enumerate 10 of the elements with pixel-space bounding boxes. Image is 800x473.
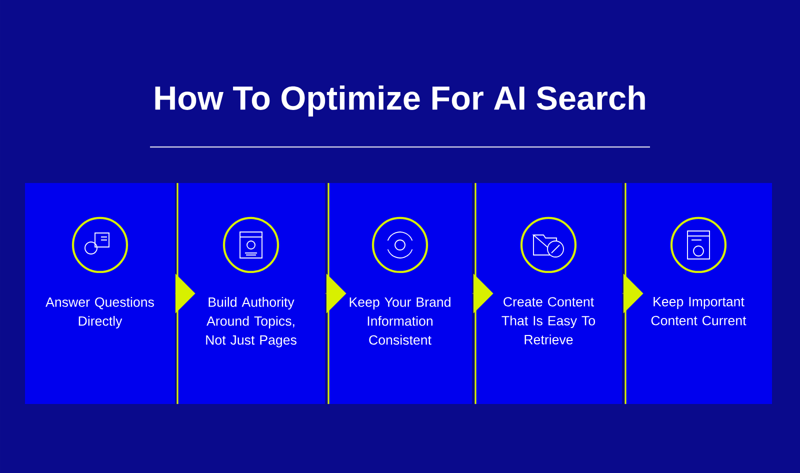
arrow [622,274,644,314]
step-panel: Keep Your Brand Information Consistent [328,183,472,404]
step-panel: Answer Questions Directly [25,183,175,404]
arrow [325,274,346,314]
step-panel: Keep Important Content Current [625,183,772,404]
arrow [175,274,196,314]
step-panel: Build Authority Around Topics, Not Just Pages [177,183,325,404]
title: How To Optimize For AI Search [155,85,645,117]
step-panel: Create Content That Is Easy To Retrieve [475,183,622,404]
arrow [472,274,494,314]
